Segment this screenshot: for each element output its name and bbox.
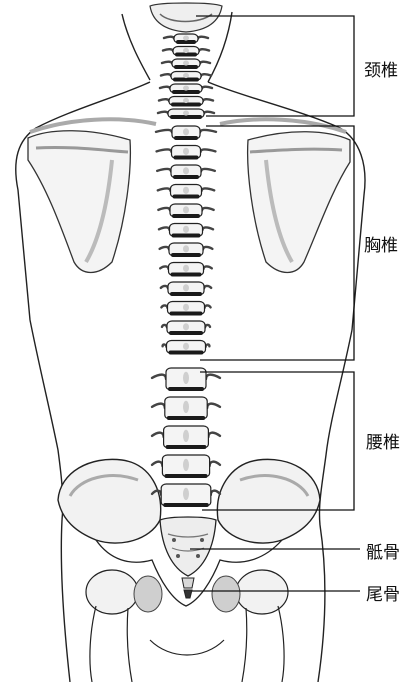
sacrum: [160, 517, 216, 576]
thoracic-vertebra: [158, 204, 213, 218]
cervical-bracket: [196, 16, 354, 116]
thoracic-vertebra: [161, 302, 210, 316]
cervical-vertebra: [164, 34, 208, 44]
thoracic-vertebra: [157, 165, 215, 179]
spinal-column: [152, 34, 220, 507]
label-thoracic: 胸椎: [364, 231, 398, 256]
label-sacrum: 骶骨: [366, 538, 400, 563]
coccyx: [182, 578, 194, 598]
lumbar-vertebra: [152, 484, 220, 507]
label-lumbar: 腰椎: [366, 428, 400, 453]
cervical-vertebra: [161, 72, 211, 82]
thoracic-vertebra: [158, 185, 214, 199]
lumbar-vertebra: [152, 426, 220, 449]
thoracic-vertebra: [163, 341, 210, 355]
thoracic-vertebra: [159, 224, 213, 238]
skull-base: [150, 3, 222, 32]
lumbar-vertebra: [152, 455, 220, 478]
left-scapula: [28, 131, 130, 273]
thoracic-vertebra: [156, 126, 216, 140]
cervical-vertebra: [162, 59, 210, 69]
thoracic-vertebra: [160, 243, 213, 257]
cervical-vertebra: [158, 109, 214, 119]
thoracic-vertebra: [162, 321, 210, 335]
lumbar-vertebra: [152, 397, 220, 420]
cervical-vertebra: [159, 97, 213, 107]
thoracic-vertebra: [160, 263, 212, 277]
right-scapula: [248, 132, 350, 273]
cervical-vertebra: [160, 84, 212, 94]
cervical-vertebra: [163, 47, 209, 57]
thoracic-vertebra: [161, 282, 211, 296]
label-cervical: 颈椎: [364, 56, 398, 81]
thoracic-vertebra: [157, 146, 216, 160]
label-coccyx: 尾骨: [366, 580, 400, 605]
